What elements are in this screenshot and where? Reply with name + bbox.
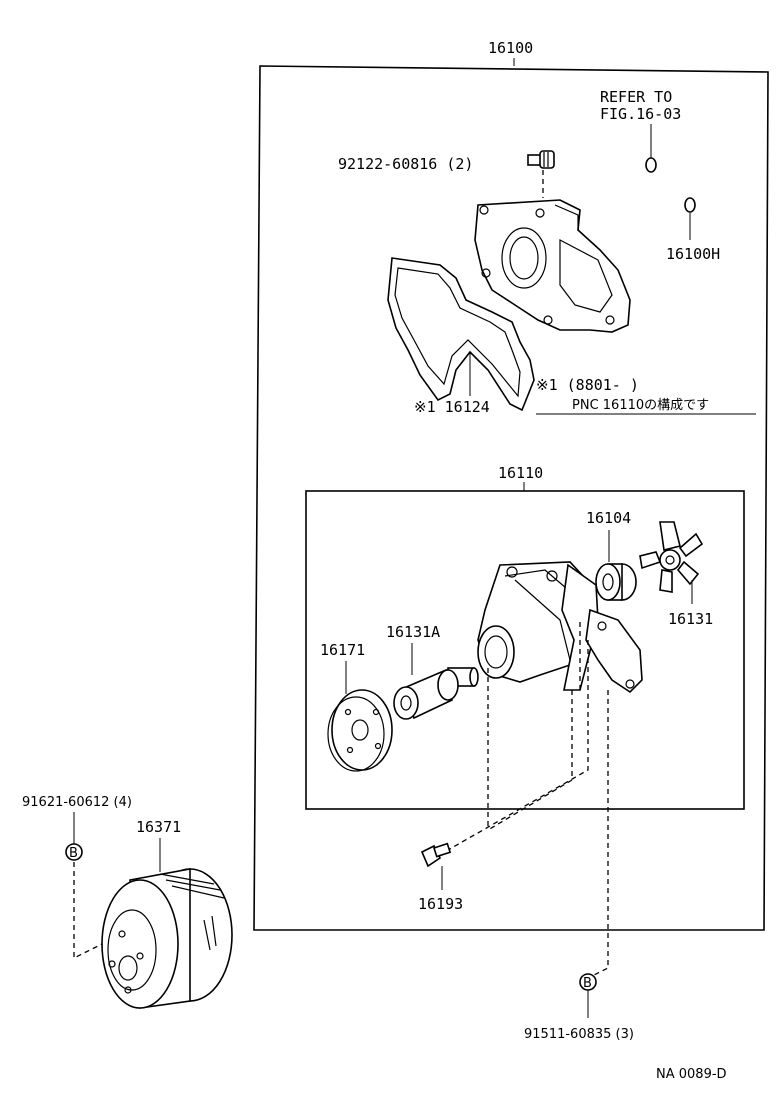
o-ring-16100h (684, 197, 696, 213)
pump-housing-cover (474, 199, 631, 333)
pulley-bolt-label: 91621-60612 (4) (22, 795, 132, 810)
pulley-16371 (101, 868, 233, 1009)
bolt-16193 (420, 842, 452, 868)
gasket-label: ※1 16124 (414, 398, 490, 416)
dash-plate-down (591, 690, 609, 977)
note-pnc-text: PNC 16110の構成です (572, 398, 709, 413)
callout-b-upper (65, 843, 83, 861)
o-ring-upper (645, 157, 657, 173)
pump-body (477, 561, 599, 691)
pulley-label: 16371 (136, 818, 181, 836)
dash-plate-to-bolt (447, 640, 589, 851)
seal-label: 16104 (586, 509, 631, 527)
assembly-16110-frame (305, 490, 745, 810)
impeller-16131 (639, 521, 704, 593)
back-plate-hole-lower (625, 679, 635, 689)
mount-bolt-label: 91511-60835 (3) (524, 1027, 634, 1042)
impeller-label: 16131 (668, 610, 713, 628)
back-plate (585, 608, 643, 694)
gasket-16124 (387, 257, 535, 412)
assembly-16100-label: 16100 (488, 39, 533, 57)
bolt-16193-label: 16193 (418, 895, 463, 913)
flange-label: 16171 (320, 641, 365, 659)
stud-bolt (527, 150, 555, 169)
back-plate-hole-upper (597, 621, 607, 631)
figure-code: NA 0089-D (656, 1067, 727, 1082)
note-serial-text: ※1 (8801- ) (536, 376, 639, 394)
seal-16104 (595, 563, 637, 601)
bearing-shaft-label: 16131A (386, 623, 440, 641)
refer-figure-text: FIG.16-03 (600, 105, 681, 123)
refer-to-text: REFER TO (600, 88, 672, 106)
stud-bolt-label: 92122-60816 (2) (338, 155, 473, 173)
callout-b-upper-text: B (69, 846, 78, 861)
dash-pulley-bolt (73, 862, 111, 960)
o-ring-label: 16100H (666, 245, 720, 263)
flange-16171 (327, 689, 393, 772)
gasket-inner-edge (394, 267, 521, 398)
dash-body-to-bolt-b (487, 690, 573, 831)
assembly-16110-label: 16110 (498, 464, 543, 482)
assembly-16100-frame (253, 65, 769, 931)
callout-b-lower-text: B (583, 976, 592, 991)
bearing-shaft-16131a (393, 667, 479, 720)
